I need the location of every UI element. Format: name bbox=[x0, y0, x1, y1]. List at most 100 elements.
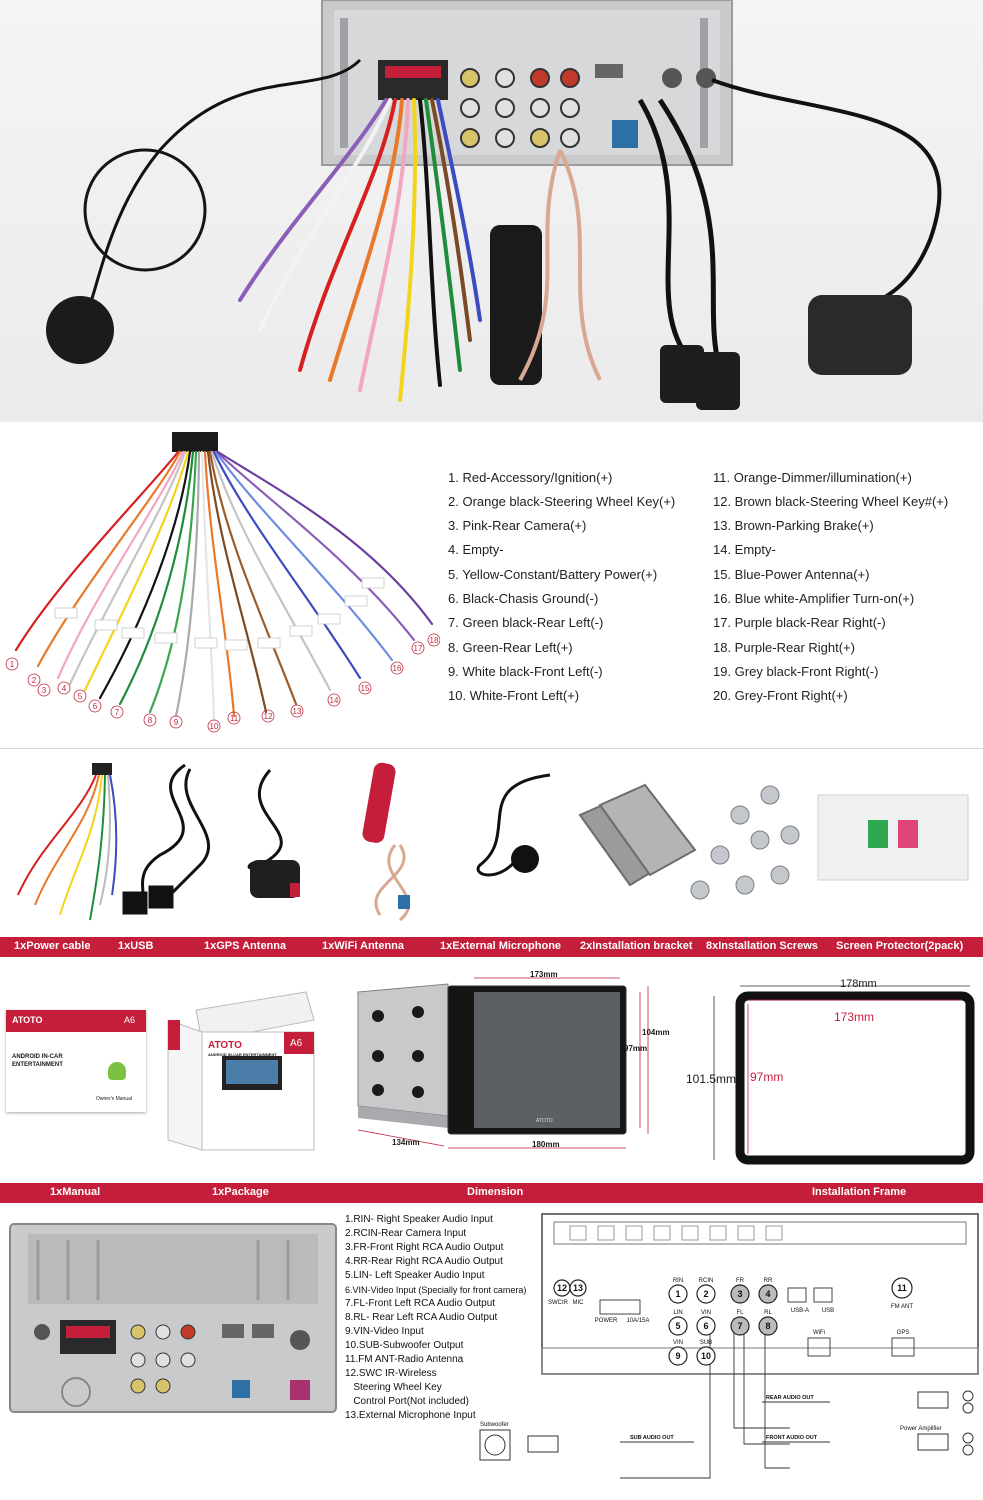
dim-side-outer: 104mm bbox=[642, 1028, 670, 1037]
manual-line2: ENTERTAINMENT bbox=[12, 1062, 63, 1068]
wire-number-15: 15 bbox=[361, 684, 370, 693]
label-fuse: 10A/15A bbox=[626, 1318, 649, 1324]
usb-cable-image bbox=[122, 763, 210, 915]
power-cable-image bbox=[17, 763, 118, 921]
wire-number-18: 18 bbox=[430, 636, 439, 645]
legend-item: 17. Purple black-Rear Right(-) bbox=[713, 615, 886, 630]
wire-number-10: 10 bbox=[210, 722, 219, 731]
label-sub-audio-out: SUB AUDIO OUT bbox=[630, 1435, 674, 1441]
connection-item: 6.VIN-Video Input (Specially for front c… bbox=[345, 1285, 527, 1295]
wire-number-7: 7 bbox=[115, 708, 120, 717]
label-fl: FL bbox=[736, 1310, 744, 1316]
port-num-2: 2 bbox=[703, 1289, 708, 1299]
label-rin: RIN bbox=[673, 1278, 683, 1284]
microphone-image bbox=[476, 773, 551, 877]
connection-item: 11.FM ANT-Radio Antenna bbox=[345, 1354, 464, 1365]
manual-model: A6 bbox=[124, 1015, 136, 1025]
package-tagline: ANDROID IN-CAR ENTERTAINMENT bbox=[208, 1052, 277, 1057]
connection-item: 9.VIN-Video Input bbox=[345, 1326, 424, 1337]
wifi-antenna-image bbox=[362, 762, 410, 922]
caption-power-cable: 1xPower cable bbox=[14, 940, 91, 952]
connection-item: 2.RCIN-Rear Camera Input bbox=[345, 1228, 467, 1239]
caption-installation-screws: 8xInstallation Screws bbox=[706, 940, 818, 952]
caption-installation-frame: Installation Frame bbox=[812, 1186, 907, 1198]
manual-image: ATOTO A6 ANDROID IN-CAR ENTERTAINMENT Ow… bbox=[6, 1010, 146, 1112]
legend-item: 8. Green-Rear Left(+) bbox=[448, 640, 573, 655]
connection-item: 3.FR-Front Right RCA Audio Output bbox=[345, 1242, 504, 1253]
dim-bottom: 180mm bbox=[532, 1140, 560, 1149]
legend-item: 10. White-Front Left(+) bbox=[448, 688, 580, 703]
installation-screws-image bbox=[690, 785, 800, 900]
wire-number-14: 14 bbox=[330, 696, 339, 705]
harness-svg: 1 2 3 4 5 6 7 8 9 10 11 12 13 1 bbox=[5, 432, 441, 733]
caption-external-microphone: 1xExternal Microphone bbox=[440, 940, 562, 952]
port-num-10: 10 bbox=[701, 1351, 711, 1361]
wire-number-8: 8 bbox=[148, 716, 153, 725]
wire-number-11: 11 bbox=[230, 714, 239, 723]
port-num-6: 6 bbox=[703, 1321, 708, 1331]
wire-number-1: 1 bbox=[10, 660, 15, 669]
frame-outer-h: 101.5mm bbox=[686, 1072, 737, 1086]
caption-wifi-antenna: 1xWiFi Antenna bbox=[322, 940, 405, 952]
legend-item: 3. Pink-Rear Camera(+) bbox=[448, 518, 587, 533]
manual-footer: Owner's Manual bbox=[96, 1096, 132, 1102]
port-num-8: 8 bbox=[765, 1321, 770, 1331]
caption-manual: 1xManual bbox=[50, 1186, 101, 1198]
package-model: A6 bbox=[290, 1038, 303, 1049]
label-swcir: SWCIR bbox=[548, 1300, 569, 1306]
port-schematic: 12 13 1 2 3 4 5 6 7 8 9 10 11 SWCIR MIC … bbox=[470, 1208, 980, 1498]
connection-item: 13.External Microphone Input bbox=[345, 1410, 476, 1421]
installation-frame-drawing: 178mm 173mm 101.5mm 97mm bbox=[686, 976, 982, 1166]
label-subwoofer: Subwoofer bbox=[480, 1422, 509, 1428]
connection-item: Steering Wheel Key bbox=[345, 1382, 442, 1393]
caption-screen-protector: Screen Protector(2pack) bbox=[836, 940, 964, 952]
manual-brand: ATOTO bbox=[12, 1015, 43, 1025]
caption-installation-bracket: 2xInstallation bracket bbox=[580, 940, 693, 952]
connection-item: 12.SWC IR-Wireless bbox=[345, 1368, 437, 1379]
screen-brand: ATOTO bbox=[536, 1118, 553, 1124]
wire-number-9: 9 bbox=[174, 718, 179, 727]
package-image: ATOTO A6 ANDROID IN-CAR ENTERTAINMENT bbox=[166, 990, 316, 1158]
package-caption-band: 1xManual 1xPackage Dimension Installatio… bbox=[0, 1183, 983, 1203]
product-photo bbox=[0, 0, 983, 422]
label-fm-ant: FM ANT bbox=[891, 1304, 913, 1310]
android-icon bbox=[108, 1062, 126, 1080]
connection-item: 1.RIN- Right Speaker Audio Input bbox=[345, 1214, 493, 1225]
connection-item: 8.RL- Rear Left RCA Audio Output bbox=[345, 1312, 498, 1323]
legend-item: 18. Purple-Rear Right(+) bbox=[713, 640, 855, 655]
port-num-3: 3 bbox=[737, 1289, 742, 1299]
legend-item: 14. Empty- bbox=[713, 542, 776, 557]
label-rcin: RCIN bbox=[699, 1278, 714, 1284]
gps-antenna-image bbox=[247, 769, 300, 898]
label-lin: LIN bbox=[673, 1310, 682, 1316]
label-rr: RR bbox=[764, 1278, 773, 1284]
wire-number-4: 4 bbox=[62, 684, 67, 693]
legend-item: 15. Blue-Power Antenna(+) bbox=[713, 567, 870, 582]
port-num-5: 5 bbox=[675, 1321, 680, 1331]
label-wifi: WiFi bbox=[813, 1330, 825, 1336]
legend-item: 7. Green black-Rear Left(-) bbox=[448, 615, 604, 630]
frame-outer-w: 178mm bbox=[840, 978, 877, 990]
legend-item: 9. White black-Front Left(-) bbox=[448, 664, 603, 679]
label-front-audio-out: FRONT AUDIO OUT bbox=[766, 1435, 818, 1441]
legend-item: 19. Grey black-Front Right(-) bbox=[713, 664, 879, 679]
dim-top: 173mm bbox=[530, 970, 558, 979]
connection-item: 7.FL-Front Left RCA Audio Output bbox=[345, 1298, 496, 1309]
label-rear-audio-out: REAR AUDIO OUT bbox=[766, 1395, 814, 1401]
wire-number-5: 5 bbox=[78, 692, 83, 701]
wire-number-13: 13 bbox=[293, 707, 302, 716]
caption-package: 1xPackage bbox=[212, 1186, 269, 1198]
label-usb-a: USB-A bbox=[791, 1308, 809, 1314]
frame-inner-w: 173mm bbox=[834, 1010, 875, 1024]
label-vin: VIN bbox=[701, 1310, 711, 1316]
label-usb: USB bbox=[822, 1308, 834, 1314]
wire-number-labels: 1 2 3 4 5 6 7 8 9 10 11 12 13 1 bbox=[5, 633, 441, 733]
manual-line1: ANDROID IN-CAR bbox=[12, 1054, 63, 1060]
legend-item: 16. Blue white-Amplifier Turn-on(+) bbox=[713, 591, 915, 606]
legend-item: 11. Orange-Dimmer/illumination(+) bbox=[713, 470, 912, 485]
harness-connector bbox=[172, 432, 218, 452]
port-num-13: 13 bbox=[573, 1283, 583, 1293]
wire-number-3: 3 bbox=[42, 686, 47, 695]
wire-number-6: 6 bbox=[93, 702, 98, 711]
label-sub: SUB bbox=[700, 1340, 712, 1346]
